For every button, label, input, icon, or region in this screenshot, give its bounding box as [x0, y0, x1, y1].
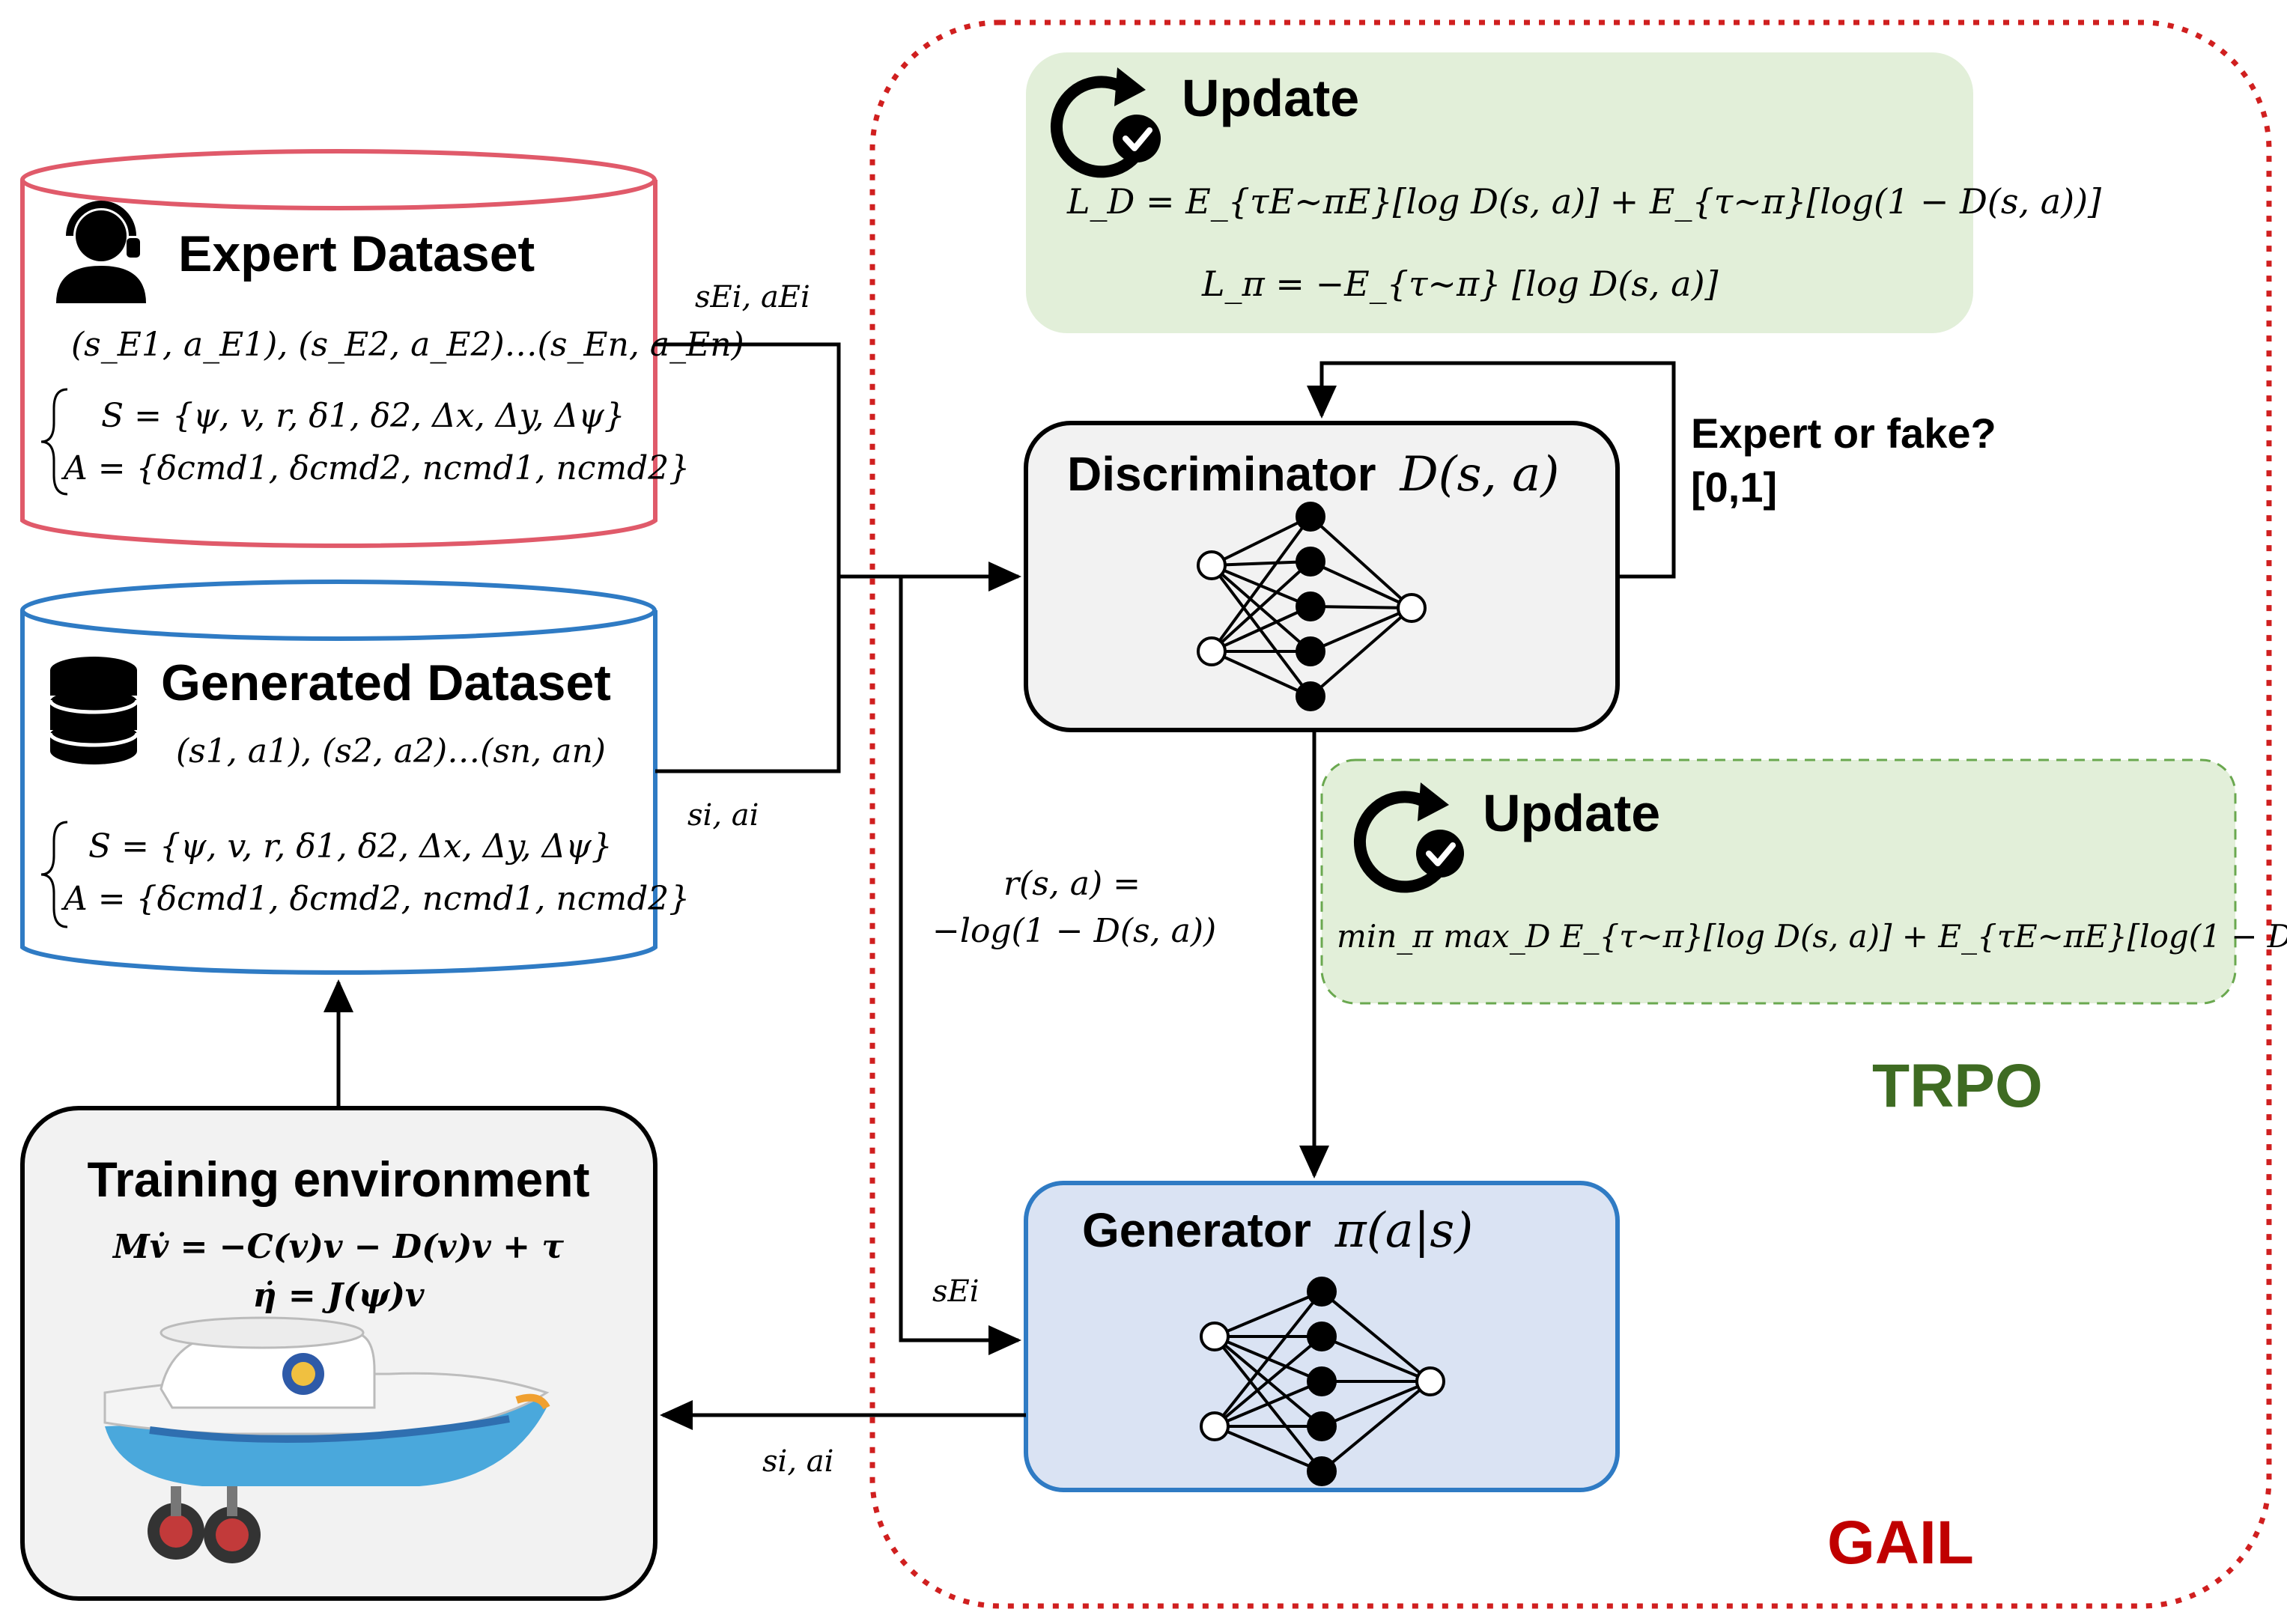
- generator-fn: π(a|s): [1334, 1203, 1474, 1259]
- generated-pairs: (s1, a1), (s2, a2)…(sn, an): [176, 732, 606, 770]
- trpo-label: TRPO: [1872, 1052, 2043, 1120]
- discriminator-fn: D(s, a): [1399, 447, 1559, 502]
- expert-title: Expert Dataset: [178, 225, 535, 282]
- generator-box: Generator π(a|s): [1024, 1181, 1620, 1492]
- boat-image: [103, 1316, 550, 1563]
- discriminator-feedback: [1307, 361, 1676, 579]
- generated-dataset: Generated Dataset (s1, a1), (s2, a2)…(sn…: [20, 580, 690, 975]
- generator-label: Generator: [1082, 1203, 1311, 1257]
- update-mid-eq: min_π max_D E_{τ∼π}[log D(s, a)] + E_{τE…: [1337, 918, 2287, 955]
- database-icon: [48, 657, 139, 764]
- svg-text:Generator π(a|s): Generator π(a|s): [1082, 1203, 1473, 1259]
- sEi-to-generator: [899, 577, 1021, 1355]
- update-panel-top: Update L_D = E_{τE∼πE}[log D(s, a)] + E_…: [1026, 52, 2101, 333]
- range-label: [0,1]: [1691, 463, 1777, 511]
- expert-or-fake-label: Expert or fake?: [1691, 410, 1996, 457]
- training-eq1: Mv̇ = −C(v)v − D(v)v + τ: [112, 1228, 564, 1266]
- training-environment: Training environment Mv̇ = −C(v)v − D(v)…: [20, 1106, 657, 1601]
- update-top-title: Update: [1182, 69, 1359, 127]
- svg-text:Discriminator D(s, a): Discriminator D(s, a): [1067, 447, 1559, 502]
- training-eq2: η̇ = J(ψ)v: [253, 1277, 425, 1315]
- expert-dataset: Expert Dataset (s_E1, a_E1), (s_E2, a_E2…: [20, 149, 744, 548]
- reward-line1: r(s, a) =: [1003, 865, 1141, 903]
- generated-action: A = {δcmd1, δcmd2, ncmd1, ncmd2}: [61, 880, 690, 918]
- update-panel-mid: Update min_π max_D E_{τ∼π}[log D(s, a)] …: [1320, 758, 2287, 1005]
- person-headset-icon: [56, 201, 146, 303]
- training-title: Training environment: [87, 1152, 589, 1207]
- flow-label-env: si, ai: [762, 1444, 833, 1479]
- flow-label-generated: si, ai: [687, 798, 759, 833]
- gail-boundary: [869, 19, 2272, 1609]
- expert-to-join: [655, 342, 841, 577]
- refresh-check-icon: [1353, 782, 1464, 893]
- expert-action: A = {δcmd1, δcmd2, ncmd1, ncmd2}: [61, 449, 690, 487]
- neural-network-icon: [1200, 1277, 1445, 1486]
- discriminator-box: Discriminator D(s, a): [1024, 421, 1620, 732]
- flow-label-sEi: sEi: [932, 1274, 980, 1309]
- reward-line2: −log(1 − D(s, a)): [932, 912, 1216, 950]
- refresh-check-icon: [1050, 67, 1161, 178]
- connectors: [324, 342, 1676, 1430]
- generated-state: S = {ψ, v, r, δ1, δ2, Δx, Δy, Δψ}: [88, 827, 613, 866]
- generated-title: Generated Dataset: [161, 654, 611, 711]
- neural-network-icon: [1197, 502, 1427, 711]
- discriminator-label: Discriminator: [1067, 447, 1376, 501]
- update-mid-title: Update: [1483, 784, 1660, 842]
- expert-pairs: (s_E1, a_E1), (s_E2, a_E2)…(s_En, a_En): [71, 326, 744, 364]
- gail-label: GAIL: [1827, 1509, 1974, 1577]
- flow-label-expert: sEi, aEi: [695, 280, 810, 314]
- update-top-eq2: L_π = −E_{τ∼π} [log D(s, a)]: [1201, 264, 1719, 304]
- update-top-eq1: L_D = E_{τE∼πE}[log D(s, a)] + E_{τ∼π}[l…: [1066, 181, 2101, 222]
- generated-to-join: [655, 577, 841, 773]
- expert-state: S = {ψ, v, r, δ1, δ2, Δx, Δy, Δψ}: [101, 397, 625, 435]
